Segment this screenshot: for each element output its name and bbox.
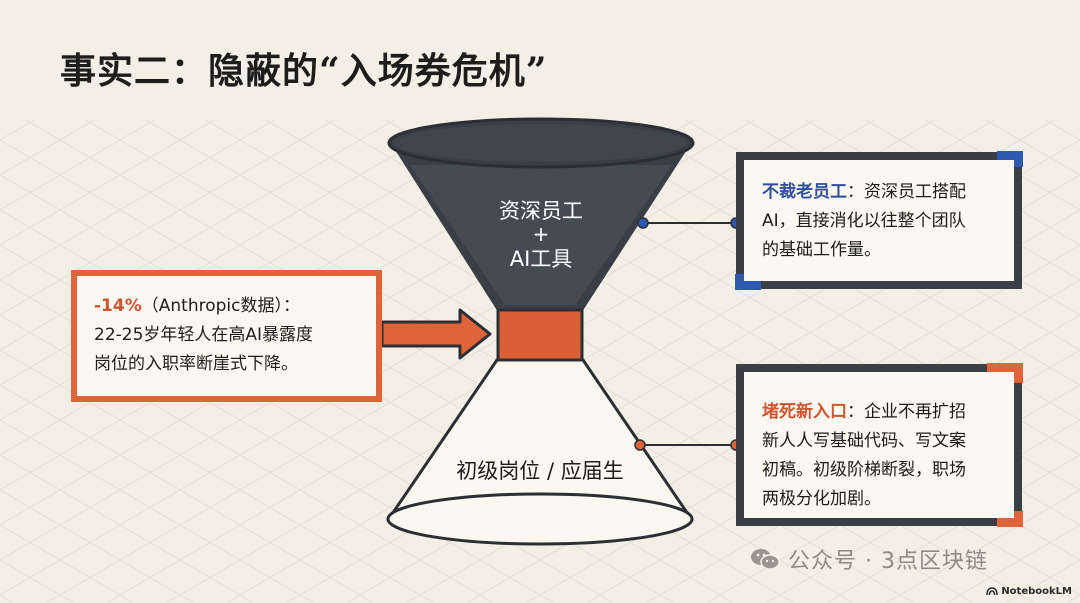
notebooklm-icon xyxy=(986,587,999,596)
funnel-top-line1: 资深员工 xyxy=(499,199,583,223)
bottom-card-line2: 新人人写基础代码、写文案 xyxy=(762,431,966,451)
left-stat-card: -14%（Anthropic数据）： 22-25岁年轻人在高AI暴露度 岗位的入… xyxy=(71,270,382,402)
top-card-highlight: 不裁老员工 xyxy=(762,182,847,202)
watermark: 公众号 · 3点区块链 xyxy=(750,543,988,575)
badge-text: NotebookLM xyxy=(1001,586,1072,597)
top-card-line3: 的基础工作量。 xyxy=(762,240,881,260)
bottom-card-line4: 两极分化加剧。 xyxy=(762,489,881,509)
bottom-card-line1: 堵死新入口：企业不再扩招 xyxy=(762,402,966,422)
top-cone-inner xyxy=(410,165,672,305)
funnel-neck xyxy=(496,308,584,362)
top-card-line2: AI，直接消化以往整个团队 xyxy=(762,211,966,231)
watermark-text: 公众号 · 3点区块链 xyxy=(788,549,988,574)
left-card-line2: 22-25岁年轻人在高AI暴露度 xyxy=(94,325,314,345)
connector-bottom-dot-left xyxy=(634,439,646,451)
funnel-top-line3: AI工具 xyxy=(510,247,573,271)
top-right-card: 不裁老员工：资深员工搭配 AI，直接消化以往整个团队 的基础工作量。 xyxy=(735,151,1023,290)
bottom-card-highlight: 堵死新入口 xyxy=(762,402,847,422)
left-card-highlight: -14% xyxy=(94,296,142,316)
left-card-line3: 岗位的入职率断崖式下降。 xyxy=(94,354,298,374)
page-title: 事实二：隐蔽的“入场券危机” xyxy=(60,50,548,92)
notebooklm-badge: NotebookLM xyxy=(986,586,1072,597)
top-card-line1: 不裁老员工：资深员工搭配 xyxy=(762,182,966,202)
funnel-bottom-label: 初级岗位 / 应届生 xyxy=(456,459,623,483)
arrow-right xyxy=(380,308,492,360)
connector-top-dot-left xyxy=(637,217,649,229)
bottom-card-line3: 初稿。初级阶梯断裂，职场 xyxy=(762,460,966,480)
bottom-right-card: 堵死新入口：企业不再扩招 新人人写基础代码、写文案 初稿。初级阶梯断裂，职场 两… xyxy=(736,363,1023,527)
left-card-line1: -14%（Anthropic数据）： xyxy=(94,296,300,316)
funnel-top-line2: + xyxy=(533,222,550,246)
bottom-rim xyxy=(386,492,694,546)
wechat-icon xyxy=(751,549,780,570)
